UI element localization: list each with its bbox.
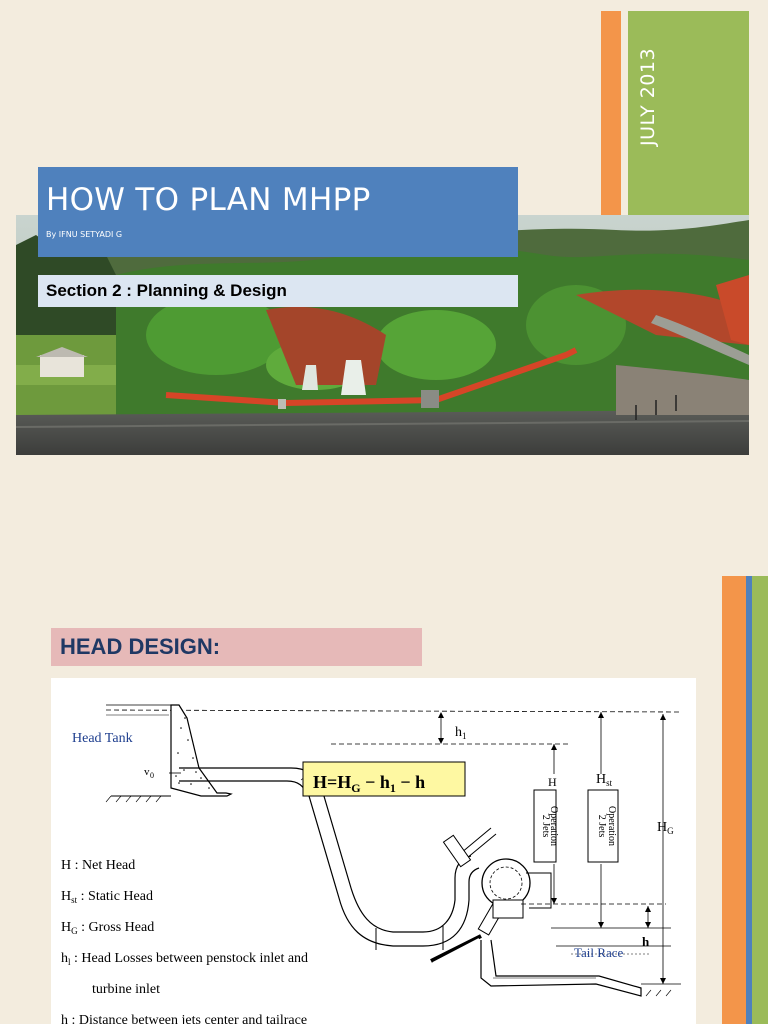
svg-text:HG : Gross Head: HG : Gross Head: [61, 920, 154, 936]
jets-label-2a: 2 Jets: [596, 815, 607, 838]
legend-hl-text: : Head Losses between penstock inlet and: [71, 951, 309, 966]
svg-text:H=HG − h1 − h: H=HG − h1 − h: [313, 772, 425, 795]
title-banner: [38, 167, 518, 257]
legend-hg-text: : Gross Head: [78, 920, 155, 935]
accent-bar-green: [628, 11, 749, 215]
svg-text:Hst: Hst: [596, 772, 613, 788]
legend-hst-text: : Static Head: [77, 889, 153, 904]
legend-hdist-sym: h: [61, 1013, 68, 1024]
svg-text:hl : Head Losses between penst: hl : Head Losses between penstock inlet …: [61, 951, 308, 967]
head-design-diagram: Head Tank v 0 H=HG − h1 − h h1 H Hst HG …: [51, 678, 696, 1024]
svg-text:h : Distance between jets cent: h : Distance between jets center and tai…: [61, 1013, 307, 1024]
legend-hl-sym: h: [61, 951, 68, 966]
date-label: JULY 2013: [637, 48, 659, 147]
formula-hg-sub: G: [351, 781, 360, 795]
net-head-dim-label: H: [548, 775, 557, 789]
v0-label: v: [144, 766, 150, 778]
hg-dim-subscript: G: [667, 826, 674, 836]
tail-race-label: Tail Race: [574, 945, 623, 960]
jets-label-2b: Operation: [606, 806, 617, 846]
head-tank-label: Head Tank: [72, 731, 133, 746]
hst-dim-subscript: st: [606, 778, 613, 788]
legend-hst-sym: H: [61, 889, 71, 904]
legend-hdist-text: : Distance between jets center and tailr…: [68, 1013, 307, 1024]
h1-label: h: [455, 725, 462, 740]
formula-h1-sub: 1: [390, 781, 396, 795]
accent-bar-blue-2: [746, 576, 752, 1024]
h-small-label: h: [642, 934, 650, 949]
svg-text:h1: h1: [455, 725, 467, 741]
h1-subscript: 1: [462, 731, 467, 741]
author-label: By IFNU SETYADI G: [46, 230, 123, 239]
legend-hg-sub: G: [71, 926, 78, 936]
presentation-title: HOW TO PLAN MHPP: [46, 182, 371, 218]
svg-text:H : Net Head: H : Net Head: [61, 858, 135, 873]
accent-bar-green-2: [752, 576, 768, 1024]
formula-minus-h: − h: [396, 772, 425, 792]
legend-hg-sym: H: [61, 920, 71, 935]
svg-text:Hst : Static Head: Hst : Static Head: [61, 889, 153, 905]
heading-title: HEAD DESIGN:: [60, 634, 221, 659]
svg-text:HG: HG: [657, 820, 674, 836]
v0-subscript: 0: [150, 771, 154, 780]
heading-banner: [51, 628, 422, 666]
accent-bar-orange: [601, 11, 621, 215]
hydropower-landscape-photo: [16, 215, 749, 455]
legend-hl-text-2: turbine inlet: [92, 982, 160, 997]
formula-lhs: H=H: [313, 772, 351, 792]
section-title: Section 2 : Planning & Design: [46, 281, 287, 300]
formula-minus-h1: − h: [361, 772, 390, 792]
legend-hst-sub: st: [71, 895, 78, 905]
section-banner: [38, 275, 518, 307]
hg-dim-label: H: [657, 820, 667, 835]
jets-label-1a: 2 Jets: [540, 815, 551, 838]
jets-label-1b: Operation: [548, 806, 559, 846]
legend-h-text: : Net Head: [71, 858, 135, 873]
accent-bar-orange-2: [722, 576, 746, 1024]
legend-hl-sub: l: [68, 957, 71, 967]
legend-h-sym: H: [61, 858, 71, 873]
hst-dim-label: H: [596, 772, 606, 787]
